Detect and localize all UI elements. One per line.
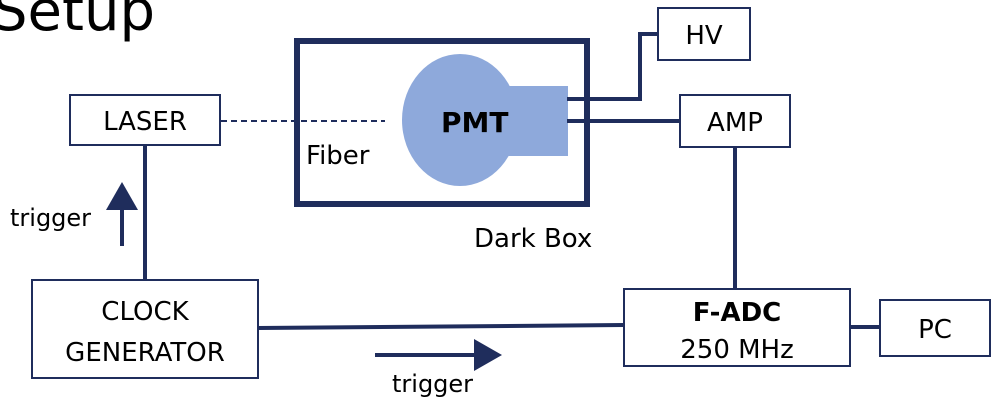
clock-generator-label-line1: CLOCK — [101, 297, 189, 327]
hv-label: HV — [685, 21, 723, 51]
laser-box — [69, 94, 221, 146]
pmt-label: PMT — [441, 106, 508, 139]
pc-box — [879, 299, 991, 357]
laser-label: LASER — [103, 107, 187, 137]
clock-generator-box — [31, 279, 259, 379]
dark-box-label: Dark Box — [474, 224, 592, 254]
clock-fadc-cable — [257, 323, 625, 330]
clock-generator-label-line2: GENERATOR — [65, 338, 225, 368]
fadc-box — [623, 288, 851, 367]
trigger-label-left: trigger — [10, 204, 91, 232]
pmt-hv-cable — [567, 32, 658, 101]
fadc-label-line2: 250 MHz — [680, 335, 794, 365]
pmt-base — [455, 86, 568, 156]
trigger-label-bottom: trigger — [392, 370, 473, 398]
pc-label: PC — [918, 315, 952, 345]
fadc-label-line1: F-ADC — [693, 298, 782, 328]
page-title: Setup — [0, 0, 155, 44]
amp-label: AMP — [707, 108, 763, 138]
fiber-label: Fiber — [306, 141, 370, 171]
